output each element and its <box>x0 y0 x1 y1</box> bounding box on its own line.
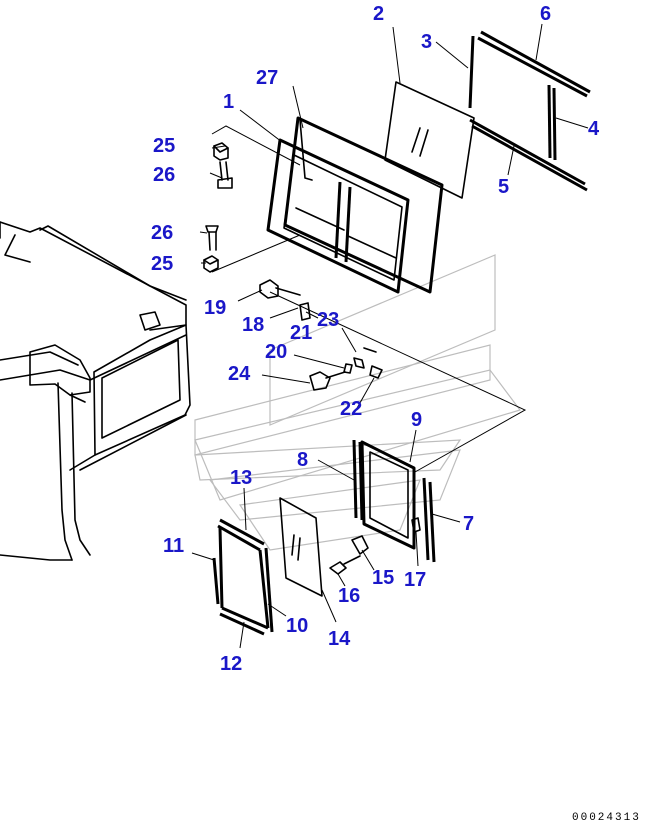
callout-22: 22 <box>340 398 362 420</box>
callout-12: 12 <box>220 653 242 675</box>
callout-5: 5 <box>498 176 509 198</box>
callout-18: 18 <box>242 314 264 336</box>
callout-14: 14 <box>328 628 351 650</box>
callout-9: 9 <box>411 409 422 431</box>
callout-2: 2 <box>373 3 384 25</box>
callout-15: 15 <box>372 567 394 589</box>
fasteners-25-26 <box>203 125 301 273</box>
seal-parts-3-6 <box>468 30 591 192</box>
callout-27: 27 <box>256 67 278 89</box>
callout-20: 20 <box>265 341 287 363</box>
leader-lines <box>191 23 589 649</box>
cab-body <box>0 221 191 561</box>
callout-25-upper: 25 <box>153 135 175 157</box>
callout-1: 1 <box>223 91 234 113</box>
callout-24: 24 <box>228 363 251 385</box>
callout-10: 10 <box>286 615 308 637</box>
callout-25-lower: 25 <box>151 253 173 275</box>
callout-21: 21 <box>290 322 312 344</box>
callout-6: 6 <box>540 3 551 25</box>
lower-window-assembly <box>259 279 436 575</box>
glass-part-14 <box>279 497 323 597</box>
callout-4: 4 <box>588 118 600 140</box>
callout-11: 11 <box>163 535 184 557</box>
drawing-code: 00024313 <box>572 812 641 824</box>
callout-19: 19 <box>204 297 226 319</box>
small-frame-10-13 <box>212 518 274 636</box>
callout-8: 8 <box>297 449 308 471</box>
glass-part-2 <box>384 81 475 199</box>
callout-16: 16 <box>338 585 360 607</box>
upper-window-assembly <box>266 116 444 294</box>
callout-labels: 27 1 2 3 6 4 5 25 26 26 25 19 18 21 23 2… <box>151 3 600 675</box>
callout-3: 3 <box>421 31 432 53</box>
callout-26-lower: 26 <box>151 222 173 244</box>
callout-7: 7 <box>463 513 474 535</box>
callout-26-upper: 26 <box>153 164 175 186</box>
callout-13: 13 <box>230 467 252 489</box>
callout-17: 17 <box>404 569 426 591</box>
callout-23: 23 <box>317 309 339 331</box>
